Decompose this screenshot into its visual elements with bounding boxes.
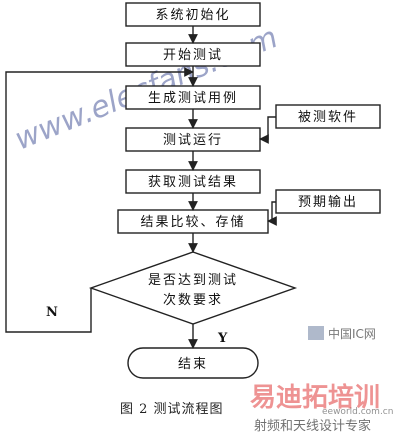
svg-text:系统初始化: 系统初始化 xyxy=(155,8,230,23)
node-start: 开始测试 xyxy=(125,42,261,67)
label-yes: Y xyxy=(217,331,228,346)
watermark-brand3: eeworld.com.cn xyxy=(322,407,393,417)
svg-text:测试运行: 测试运行 xyxy=(163,133,223,148)
node-init: 系统初始化 xyxy=(125,2,261,27)
node-get-result: 获取测试结果 xyxy=(125,169,261,194)
watermark-brand: 中国IC网 xyxy=(328,326,376,341)
svg-text:结束: 结束 xyxy=(178,357,208,372)
node-end: 结束 xyxy=(127,347,259,379)
svg-text:生成测试用例: 生成测试用例 xyxy=(148,91,238,106)
node-generate: 生成测试用例 xyxy=(125,85,261,110)
svg-text:获取测试结果: 获取测试结果 xyxy=(148,175,238,190)
svg-text:是否达到测试: 是否达到测试 xyxy=(148,273,238,288)
svg-text:被测软件: 被测软件 xyxy=(298,110,358,125)
node-run: 测试运行 xyxy=(125,127,261,152)
node-sut: 被测软件 xyxy=(275,104,381,129)
svg-text:开始测试: 开始测试 xyxy=(163,48,223,63)
caption: 图 2 测试流程图 xyxy=(120,402,224,417)
label-no: N xyxy=(46,305,58,320)
arrow-sut-to-run xyxy=(259,116,276,144)
watermark-brand2: 易迪拓培训 xyxy=(250,383,380,413)
arrow-expected-to-compare xyxy=(267,201,277,226)
node-compare: 结果比较、存储 xyxy=(117,209,269,234)
watermark-logo: 中国IC网 eeworld.com.cn 易迪拓培训 射频和天线设计专家 xyxy=(250,326,393,434)
svg-text:预期输出: 预期输出 xyxy=(298,194,358,210)
svg-text:次数要求: 次数要求 xyxy=(163,292,223,308)
svg-text:结果比较、存储: 结果比较、存储 xyxy=(140,215,245,230)
loop-back-line xyxy=(5,67,194,333)
node-expected: 预期输出 xyxy=(275,189,381,214)
watermark-brand2-sub: 射频和天线设计专家 xyxy=(254,418,371,434)
node-decision: 是否达到测试 次数要求 xyxy=(88,251,298,325)
